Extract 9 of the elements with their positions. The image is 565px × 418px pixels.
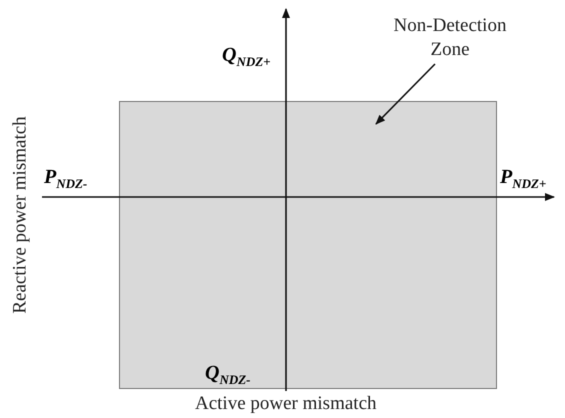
axis-bound-label: P$_{NDZ-}$	[44, 166, 88, 192]
axis-bound-label: P$_{NDZ+}$	[500, 166, 546, 192]
non-detection-zone-region	[119, 101, 497, 389]
zone-label: Non-Detection Zone	[385, 14, 515, 62]
axis-title: Active power mismatch	[195, 393, 377, 415]
axis-bound-label: Q$_{NDZ+}$	[222, 44, 271, 70]
axis-bound-label: Q$_{NDZ-}$	[205, 362, 250, 388]
axis-title: Reactive power mismatch	[9, 116, 32, 314]
leader-arrow	[375, 63, 436, 125]
